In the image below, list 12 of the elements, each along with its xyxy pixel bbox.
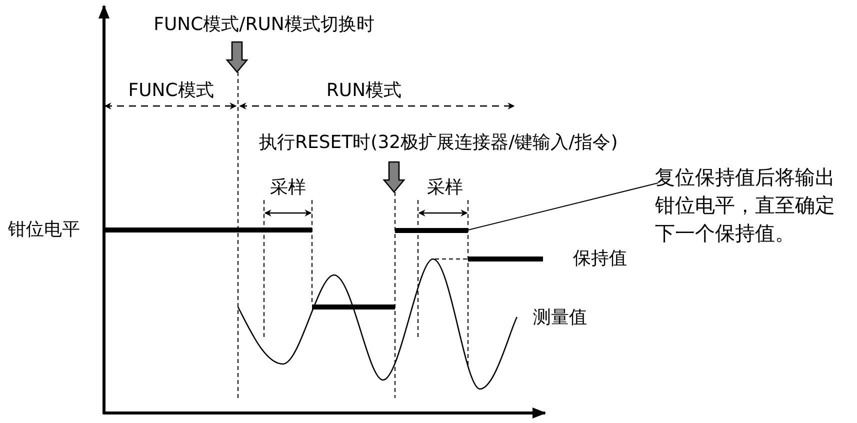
series-label: 保持值 xyxy=(573,249,627,269)
callout-text: 复位保持值后将输出钳位电平，直至确定下一个保持值。 xyxy=(655,163,845,247)
sampling-label: 采样 xyxy=(270,178,306,198)
event-label: FUNC模式/RUN模式切换时 xyxy=(154,15,374,35)
series-label: 测量值 xyxy=(533,308,587,328)
mode-label: FUNC模式 xyxy=(128,81,214,101)
level-label: 钳位电平 xyxy=(8,220,80,240)
clamp-level-bar xyxy=(395,228,468,233)
sampling-label: 采样 xyxy=(427,178,463,198)
mode-label: RUN模式 xyxy=(326,81,402,101)
event-label: 执行RESET时(32极扩展连接器/键输入/指令) xyxy=(259,133,618,153)
leader-line xyxy=(468,182,658,230)
